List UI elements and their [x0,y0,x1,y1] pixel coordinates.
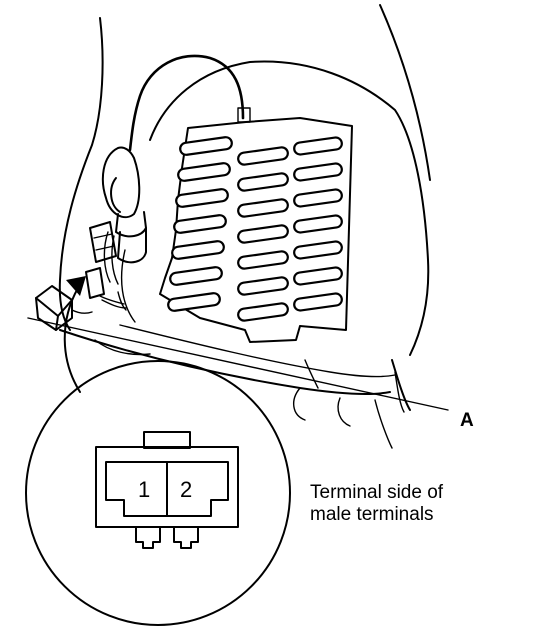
grid-slot [237,172,289,192]
grid-slot [237,302,289,322]
grid-slot [175,188,229,208]
grid-slot [293,162,343,182]
grid-slot [237,198,289,218]
grid-slot [173,214,227,234]
pin-label-2: 2 [180,477,192,502]
harness-connector [35,285,93,331]
pin-label-1: 1 [138,477,150,502]
grid-slot [179,136,233,156]
terminal-caption: Terminal side of male terminals [310,482,443,526]
grid-slot [237,224,289,244]
grid-slot [237,250,289,270]
grid-slot [169,266,223,286]
grid-slot [293,240,343,260]
grid-slot [171,240,225,260]
grid-slot [237,146,289,166]
zoom-circle [25,360,291,626]
grid-slot [293,214,343,234]
caption-line-2: male terminals [310,504,434,525]
grid-slot [177,162,231,182]
connector-face: 1 2 [95,431,239,549]
grid-slot [293,292,343,312]
grid-slot [293,188,343,208]
callout-label-a: A [460,410,474,431]
grid-slot [293,136,343,156]
zoom-pointer [63,276,86,393]
grid-slot [293,266,343,286]
seat-outline [58,4,431,449]
grid-slot [167,292,221,312]
heater-cable [85,54,251,311]
heater-grid-pad [159,117,353,343]
grid-slot [237,276,289,296]
leader-line-a [27,317,449,411]
caption-line-1: Terminal side of [310,482,444,503]
